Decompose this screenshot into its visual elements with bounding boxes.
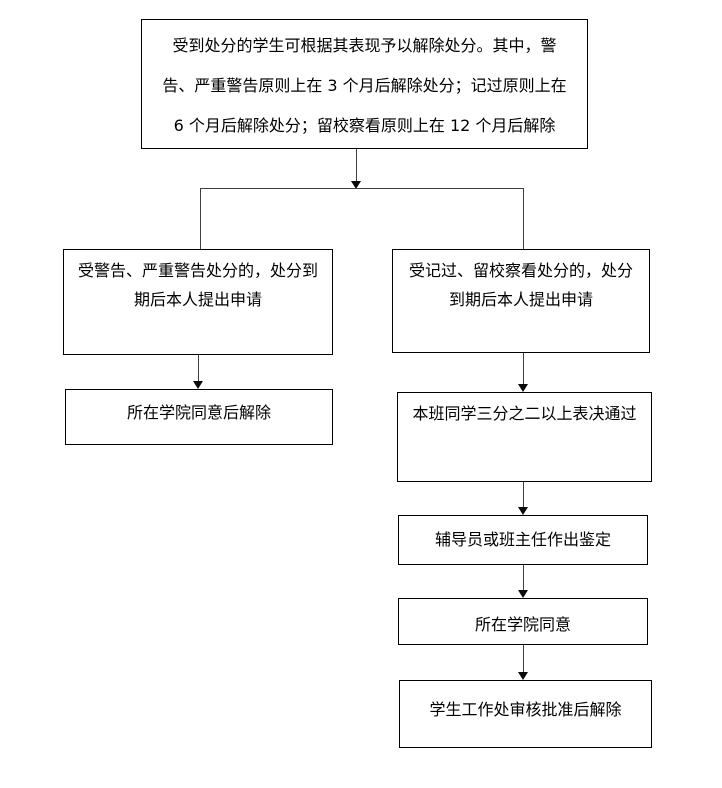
connector-branch-right [523,188,524,249]
arrowhead-down-icon [351,181,361,189]
flow-node-left-approve: 所在学院同意后解除 [65,389,333,445]
flow-node-start: 受到处分的学生可根据其表现予以解除处分。其中，警告、严重警告原则上在 3 个月后… [141,19,588,149]
flow-node-right-apply: 受记过、留校察看处分的，处分到期后本人提出申请 [392,249,650,353]
flow-node-right-vote: 本班同学三分之二以上表决通过 [397,392,652,482]
arrowhead-down-icon [518,590,528,598]
connector-left-shaft [198,355,199,382]
flow-node-right-college: 所在学院同意 [398,598,648,645]
flow-node-left-apply: 受警告、严重警告处分的，处分到期后本人提出申请 [63,249,333,355]
connector-right3-shaft [523,565,524,591]
flow-node-right-appraisal: 辅导员或班主任作出鉴定 [398,515,648,565]
connector-branch-left [200,188,201,249]
arrowhead-down-icon [518,384,528,392]
arrowhead-down-icon [518,672,528,680]
connector-right4-shaft [523,645,524,673]
connector-right2-shaft [523,482,524,508]
arrowhead-down-icon [518,507,528,515]
connector-branch-horizontal [200,188,524,189]
flow-node-right-final: 学生工作处审核批准后解除 [399,680,652,748]
connector-right1-shaft [523,353,524,384]
connector-start-shaft [356,149,357,182]
arrowhead-down-icon [193,381,203,389]
